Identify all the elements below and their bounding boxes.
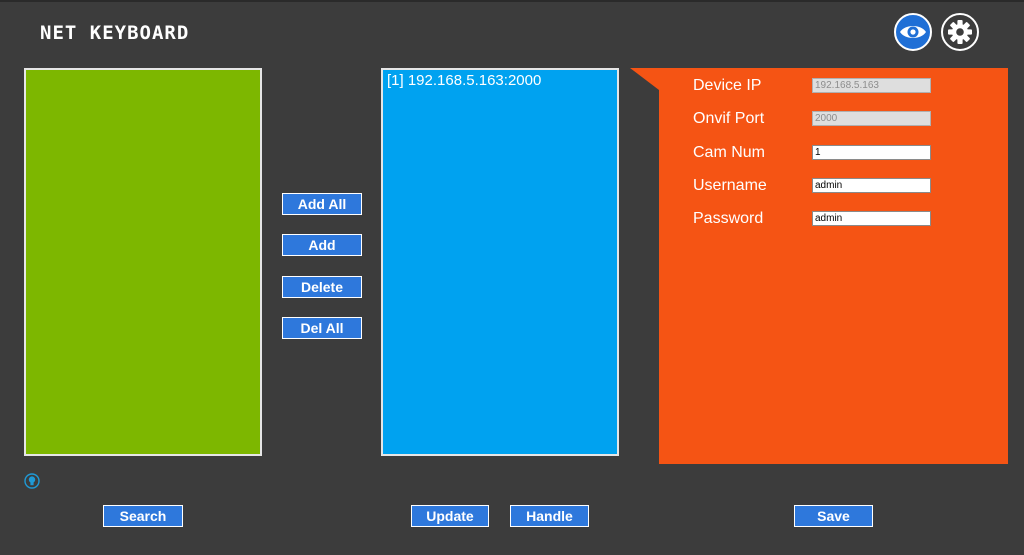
password-label: Password [693,210,764,227]
cam-num-label: Cam Num [693,144,766,161]
eye-icon [900,26,926,38]
handle-button[interactable]: Handle [510,505,589,527]
page-title: NET KEYBOARD [40,22,190,44]
update-button[interactable]: Update [411,505,489,527]
delete-button[interactable]: Delete [282,276,362,298]
add-button[interactable]: Add [282,234,362,256]
onvif-port-field[interactable] [812,111,931,126]
device-ip-label: Device IP [693,77,762,94]
username-field[interactable] [812,178,931,193]
search-button[interactable]: Search [103,505,183,527]
gear-icon [948,20,972,44]
username-label: Username [693,177,767,194]
discovered-device-list[interactable] [24,68,262,456]
password-field[interactable] [812,211,931,226]
added-device-list[interactable]: [1] 192.168.5.163:2000 [381,68,619,456]
list-item[interactable]: [1] 192.168.5.163:2000 [387,72,542,89]
view-button[interactable] [894,13,932,51]
device-ip-field[interactable] [812,78,931,93]
onvif-port-label: Onvif Port [693,110,765,127]
settings-button[interactable] [941,13,979,51]
add-all-button[interactable]: Add All [282,193,362,215]
del-all-button[interactable]: Del All [282,317,362,339]
lightbulb-icon [24,473,40,489]
cam-num-field[interactable] [812,145,931,160]
window-top-border [0,0,1024,2]
save-button[interactable]: Save [794,505,873,527]
